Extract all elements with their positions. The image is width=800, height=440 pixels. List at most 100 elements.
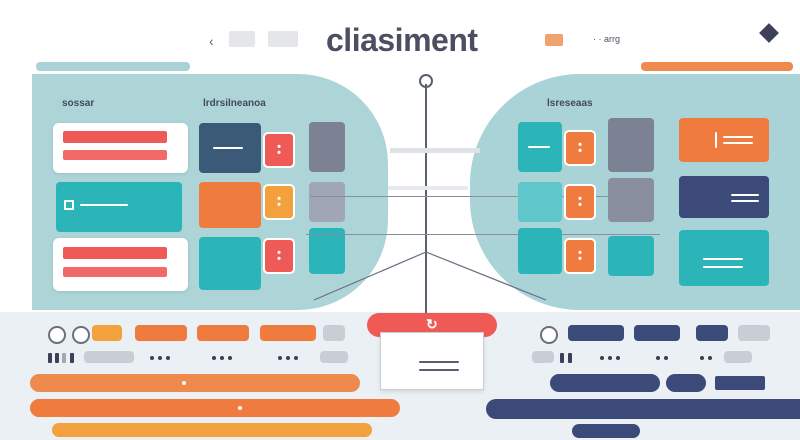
- dot: [158, 356, 162, 360]
- dot: [286, 356, 290, 360]
- dot: [212, 356, 216, 360]
- progress-bar-orange-2: [30, 399, 400, 417]
- dot: [700, 356, 704, 360]
- toggle-mini[interactable]: [560, 353, 564, 363]
- radio-right-1[interactable]: [540, 326, 558, 344]
- card-line: [715, 132, 717, 148]
- dot: [228, 356, 232, 360]
- connector-vertical: [425, 84, 427, 314]
- tile-teal-r4[interactable]: [608, 236, 654, 276]
- pill-gray-r2[interactable]: [532, 351, 554, 363]
- dot: [278, 356, 282, 360]
- pill-gray-2[interactable]: [84, 351, 134, 363]
- connector-horizontal-top: [310, 196, 646, 197]
- radio-left-2[interactable]: [72, 326, 90, 344]
- diamond-menu-icon[interactable]: [759, 23, 779, 43]
- right-card-navy[interactable]: [679, 176, 769, 218]
- pill-navy-1[interactable]: [568, 325, 624, 341]
- radio-left-1[interactable]: [48, 326, 66, 344]
- action-button-orange-r3[interactable]: ••: [564, 238, 596, 274]
- card-line: [703, 266, 743, 268]
- connector-faint-2: [388, 186, 468, 190]
- toggle-mini[interactable]: [48, 353, 52, 363]
- bar-marker: [182, 381, 186, 385]
- tile-slate-2[interactable]: [309, 182, 345, 222]
- tile-navy[interactable]: [199, 123, 261, 173]
- action-button-orange-r1[interactable]: ••: [564, 130, 596, 166]
- progress-bar-navy-3: [715, 376, 765, 390]
- header-badge[interactable]: [545, 34, 563, 46]
- pill-gray-3[interactable]: [320, 351, 348, 363]
- card-bar: [63, 131, 167, 143]
- tile-slate-1[interactable]: [309, 122, 345, 172]
- card-line: [731, 194, 759, 196]
- card-line: [731, 200, 759, 202]
- popup-line: [419, 361, 459, 363]
- popup-line: [419, 369, 459, 371]
- pill-orange-2[interactable]: [135, 325, 187, 341]
- tile-teal-right-3[interactable]: [518, 228, 562, 274]
- action-button-red-2[interactable]: ••: [263, 238, 295, 274]
- tile-teal-right-1[interactable]: [518, 122, 562, 172]
- tile-teal-right-2[interactable]: [518, 182, 562, 222]
- pill-navy-2[interactable]: [634, 325, 680, 341]
- dot: [656, 356, 660, 360]
- action-button-red-1[interactable]: ••: [263, 132, 295, 168]
- header-tab-2[interactable]: [268, 31, 298, 47]
- dot: [150, 356, 154, 360]
- header-tab-1[interactable]: [229, 31, 255, 47]
- header-meta-text: · · arrg: [593, 34, 620, 44]
- dot: [616, 356, 620, 360]
- pill-gray-1[interactable]: [323, 325, 345, 341]
- left-card-3[interactable]: [53, 238, 188, 291]
- page-title: cliasiment: [326, 22, 478, 58]
- refresh-icon[interactable]: ↻: [426, 316, 438, 332]
- pill-gray-r1[interactable]: [738, 325, 770, 341]
- dot: [166, 356, 170, 360]
- progress-bar-orange-3: [52, 423, 372, 437]
- pill-orange-4[interactable]: [260, 325, 316, 341]
- toggle-mini[interactable]: [62, 353, 66, 363]
- header-left-bar: [36, 62, 190, 71]
- app-header: ‹ cliasiment · · arrg: [0, 0, 800, 71]
- dot: [608, 356, 612, 360]
- toggle-mini[interactable]: [568, 353, 572, 363]
- dot: [600, 356, 604, 360]
- progress-bar-navy-4: [486, 399, 800, 419]
- connector-horizontal-mid: [306, 234, 660, 235]
- pill-navy-3[interactable]: [696, 325, 728, 341]
- middle-panel-label: lrdrsilneanoa: [203, 98, 266, 109]
- action-button-orange-r2[interactable]: ••: [564, 184, 596, 220]
- tile-slate-r1[interactable]: [608, 118, 654, 172]
- pill-orange-1[interactable]: [92, 325, 122, 341]
- action-button-orange[interactable]: ••: [263, 184, 295, 220]
- card-bar: [63, 150, 167, 160]
- right-panel-label: lsreseaas: [547, 98, 593, 109]
- right-card-teal[interactable]: [679, 230, 769, 286]
- dot: [294, 356, 298, 360]
- card-line: [723, 142, 753, 144]
- up-arrow-icon: [419, 74, 433, 88]
- tile-slate-r2[interactable]: [608, 178, 654, 222]
- right-card-orange[interactable]: [679, 118, 769, 162]
- bar-marker: [238, 406, 242, 410]
- back-chevron-icon[interactable]: ‹: [209, 33, 214, 49]
- toggle-mini[interactable]: [70, 353, 74, 363]
- card-line: [723, 136, 753, 138]
- tile-orange[interactable]: [199, 182, 261, 228]
- left-card-2[interactable]: [56, 182, 182, 232]
- list-icon: [64, 200, 74, 210]
- tile-line: [213, 147, 243, 149]
- center-popup-card: [380, 332, 484, 390]
- connector-diagonals: [313, 251, 547, 301]
- toggle-mini[interactable]: [55, 353, 59, 363]
- dot: [708, 356, 712, 360]
- tile-teal-small[interactable]: [309, 228, 345, 274]
- tile-line: [528, 146, 550, 148]
- progress-bar-orange-1: [30, 374, 360, 392]
- tile-teal[interactable]: [199, 237, 261, 290]
- left-card-1[interactable]: [53, 123, 188, 173]
- connector-faint-1: [390, 148, 480, 153]
- pill-orange-3[interactable]: [197, 325, 249, 341]
- pill-gray-r3[interactable]: [724, 351, 752, 363]
